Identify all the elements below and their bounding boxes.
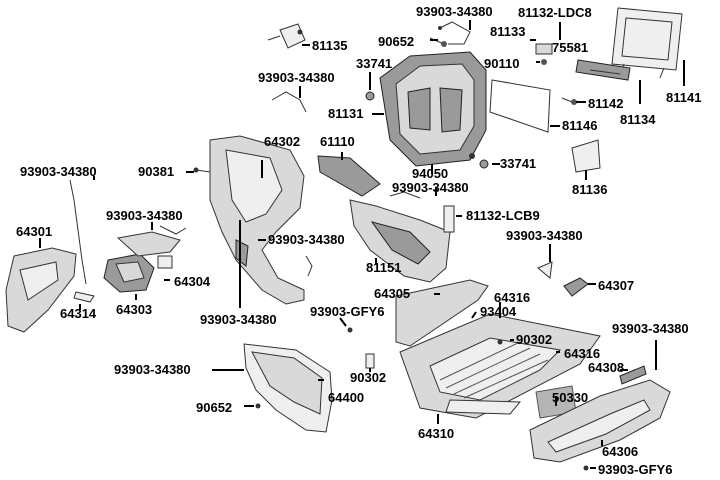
label-64301: 64301 — [16, 224, 52, 239]
part-90302-b — [365, 353, 375, 369]
label-64306: 64306 — [602, 444, 638, 459]
part-64304 — [116, 231, 181, 269]
part-93903-center-clip — [389, 191, 421, 199]
label-64302: 64302 — [264, 134, 300, 149]
label-81132-ldc8: 81132-LDC8 — [518, 5, 592, 20]
part-90381-screw — [193, 167, 211, 173]
part-81136-panel — [571, 139, 601, 173]
part-93903-left-wire — [69, 179, 87, 285]
label-61110: 61110 — [320, 134, 355, 149]
part-64314 — [73, 291, 95, 303]
label-93903-floor: 93903-34380 — [114, 362, 191, 377]
label-64305: 64305 — [374, 286, 410, 301]
part-81134-bar — [575, 59, 631, 81]
part-64305-side-panel — [395, 279, 489, 347]
part-81142-screw — [561, 97, 577, 105]
label-81142: 81142 — [588, 96, 623, 111]
label-33741-a: 33741 — [356, 56, 392, 71]
label-50330: 50330 — [552, 390, 588, 405]
label-81132-lcb9: 81132-LCB9 — [466, 208, 540, 223]
part-64301 — [5, 247, 77, 333]
part-81146-wire-frame — [489, 79, 551, 133]
part-64310-floor — [399, 313, 601, 419]
label-81141: 81141 — [666, 90, 701, 105]
part-81131-seat-box — [379, 51, 487, 167]
label-93903-bottom: 93903-34380 — [200, 312, 277, 327]
label-64303: 64303 — [116, 302, 152, 317]
label-90652-bot: 90652 — [196, 400, 232, 415]
label-90381: 90381 — [138, 164, 174, 179]
label-81131: 81131 — [328, 106, 363, 121]
part-93903-gfy6-b — [583, 465, 589, 471]
label-64400: 64400 — [328, 390, 364, 405]
label-93903-center: 93903-34380 — [392, 180, 469, 195]
label-81134: 81134 — [620, 112, 656, 127]
part-labels: 81135 93903-34380 90652 81132-LDC8 81133… — [16, 4, 701, 477]
part-64303 — [103, 253, 155, 293]
label-90302-b: 90302 — [350, 370, 386, 385]
part-33741-grommet-a — [365, 91, 375, 101]
part-64400-lower-cover — [243, 343, 333, 433]
label-64314: 64314 — [60, 306, 97, 321]
label-90302-a: 90302 — [516, 332, 552, 347]
label-94050: 94050 — [412, 166, 448, 181]
label-93903-body: 93903-34380 — [268, 232, 345, 247]
label-81136: 81136 — [572, 182, 607, 197]
part-93903-top-clip — [438, 21, 471, 45]
label-81133: 81133 — [490, 24, 525, 39]
label-93903-leftmid: 93903-34380 — [106, 208, 183, 223]
label-93903-right: 93903-34380 — [506, 228, 583, 243]
label-81146: 81146 — [562, 118, 597, 133]
label-90652-top: 90652 — [378, 34, 414, 49]
part-64308 — [619, 365, 647, 385]
part-93903-gfy6-a — [347, 327, 353, 333]
label-64308: 64308 — [588, 360, 624, 375]
label-64316-a: 64316 — [494, 290, 530, 305]
part-93903-right-clip — [537, 261, 553, 279]
label-64307: 64307 — [598, 278, 634, 293]
part-81141-frame — [611, 7, 683, 79]
part-81132-lcb9 — [443, 205, 455, 233]
label-93903-gfy6-a: 93903-GFY6 — [310, 304, 384, 319]
label-64316-b: 64316 — [564, 346, 600, 361]
label-93903-left: 93903-34380 — [20, 164, 97, 179]
part-64302-leg-shield — [209, 135, 305, 305]
label-81135: 81135 — [312, 38, 347, 53]
part-64307 — [563, 277, 589, 297]
part-81133-75581 — [535, 43, 553, 65]
part-93903-leftmid-clip — [159, 225, 187, 235]
part-64306-rear-panel — [529, 379, 671, 463]
label-64304: 64304 — [174, 274, 211, 289]
leader-lines — [39, 20, 685, 469]
label-93903-gfy6-b: 93903-GFY6 — [598, 462, 672, 477]
label-75581: 75581 — [552, 40, 588, 55]
label-93903-far: 93903-34380 — [612, 321, 689, 336]
label-93903-top: 93903-34380 — [416, 4, 493, 19]
label-64310: 64310 — [418, 426, 454, 441]
label-90110: 90110 — [484, 56, 519, 71]
label-33741-b: 33741 — [500, 156, 536, 171]
part-61110 — [317, 155, 381, 197]
part-93903-mid-clip — [271, 91, 307, 113]
part-93903-body-clip — [305, 255, 313, 277]
label-81151: 81151 — [366, 260, 401, 275]
part-90652-bottom — [255, 403, 261, 409]
part-81135 — [267, 23, 306, 49]
part-81151-inner-panel — [349, 199, 451, 283]
part-33741-grommet-b — [479, 159, 489, 169]
label-93404: 93404 — [480, 304, 517, 319]
label-93903-mid: 93903-34380 — [258, 70, 335, 85]
part-90302-a — [497, 339, 503, 345]
